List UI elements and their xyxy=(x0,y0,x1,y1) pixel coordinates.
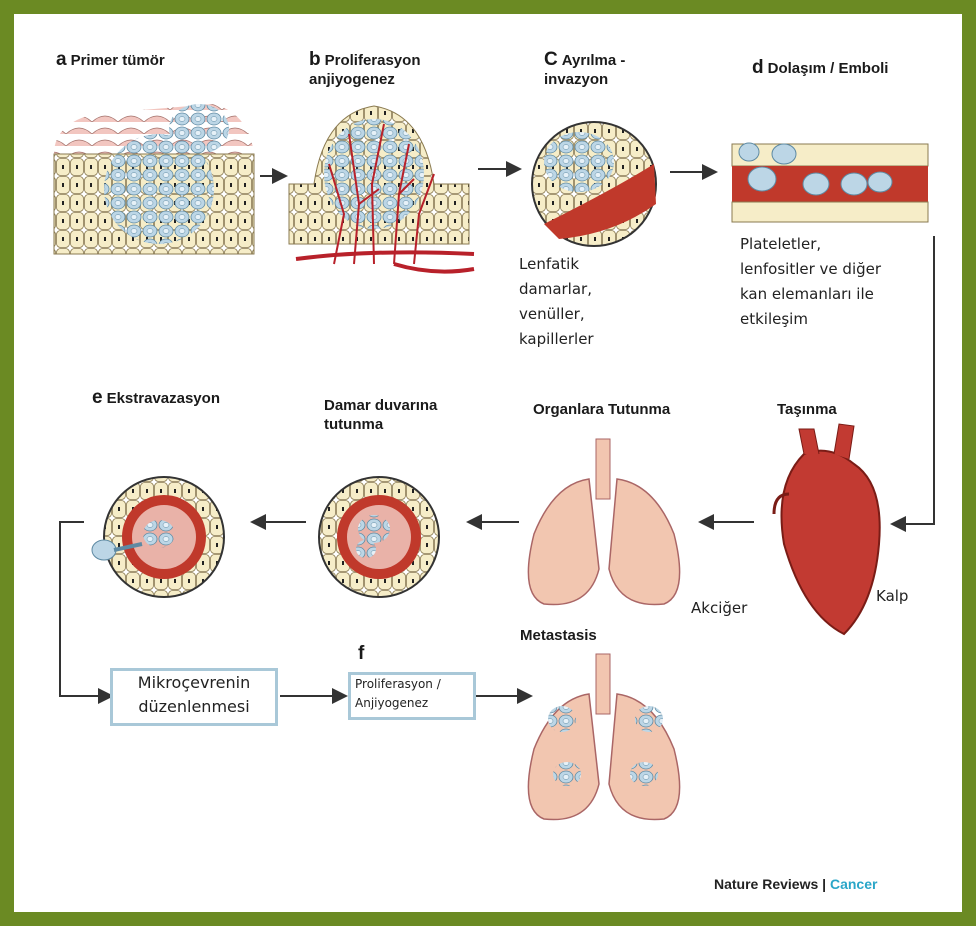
label-b-text2: anjiyogenez xyxy=(309,71,395,88)
vessel-adhesion-illustration xyxy=(319,477,439,597)
box-line: düzenlenmesi xyxy=(113,695,275,719)
note-plateletler: Plateletler, lenfositler ve diğer kan el… xyxy=(740,232,881,332)
extravasation-illustration xyxy=(92,477,224,597)
credit-source: Nature Reviews | xyxy=(714,876,830,892)
note-lenfatik-line: damarlar, xyxy=(519,277,594,302)
label-e-text: Ekstravazasyon xyxy=(107,390,220,407)
heart-illustration xyxy=(774,424,880,634)
note-akciger: Akciğer xyxy=(691,596,747,621)
label-e-letter: e xyxy=(92,387,103,408)
note-lenfatik-line: venüller, xyxy=(519,302,594,327)
credit-journal: Cancer xyxy=(830,876,877,892)
label-tasinma: Taşınma xyxy=(777,400,837,419)
figure-illustration xyxy=(14,14,962,912)
box-line: Anjiyogenez xyxy=(355,694,473,713)
label-c-text: Ayrılma - xyxy=(562,52,626,69)
label-organ: Organlara Tutunma xyxy=(533,400,670,419)
label-d-letter: d xyxy=(752,57,764,78)
note-plateletler-line: kan elemanları ile xyxy=(740,282,881,307)
source-credit: Nature Reviews | Cancer xyxy=(714,876,877,892)
label-f: f xyxy=(358,644,368,664)
note-lenfatik: Lenfatik damarlar, venüller, kapillerler xyxy=(519,252,594,352)
note-plateletler-line: etkileşim xyxy=(740,307,881,332)
label-c-text2: invazyon xyxy=(544,71,608,88)
invasion-illustration xyxy=(532,122,656,246)
label-c-letter: C xyxy=(544,49,558,70)
angiogenesis-illustration xyxy=(289,106,474,272)
note-plateletler-line: Plateletler, xyxy=(740,232,881,257)
note-kalp: Kalp xyxy=(876,584,908,609)
label-b-text: Proliferasyon xyxy=(325,52,421,69)
circulation-illustration xyxy=(732,143,928,222)
primary-tumor-illustration xyxy=(54,104,254,254)
label-d-text: Dolaşım / Emboli xyxy=(768,60,889,77)
microenvironment-box: Mikroçevrenin düzenlenmesi xyxy=(110,668,278,726)
label-damar: Damar duvarına tutunma xyxy=(324,396,437,434)
label-b-letter: b xyxy=(309,49,321,70)
label-a-letter: a xyxy=(56,49,67,70)
metastasis-lungs-illustration xyxy=(528,654,679,820)
note-lenfatik-line: Lenfatik xyxy=(519,252,594,277)
label-f-letter: f xyxy=(358,643,364,664)
label-damar-line2: tutunma xyxy=(324,416,383,433)
proliferation-box: Proliferasyon / Anjiyogenez xyxy=(348,672,476,720)
note-lenfatik-line: kapillerler xyxy=(519,327,594,352)
label-metastasis: Metastasis xyxy=(520,626,597,645)
note-plateletler-line: lenfositler ve diğer xyxy=(740,257,881,282)
box-line: Proliferasyon / xyxy=(355,675,473,694)
box-line: Mikroçevrenin xyxy=(113,671,275,695)
label-damar-line1: Damar duvarına xyxy=(324,397,437,414)
lungs-illustration xyxy=(528,439,679,605)
label-a-text: Primer tümör xyxy=(71,52,165,69)
